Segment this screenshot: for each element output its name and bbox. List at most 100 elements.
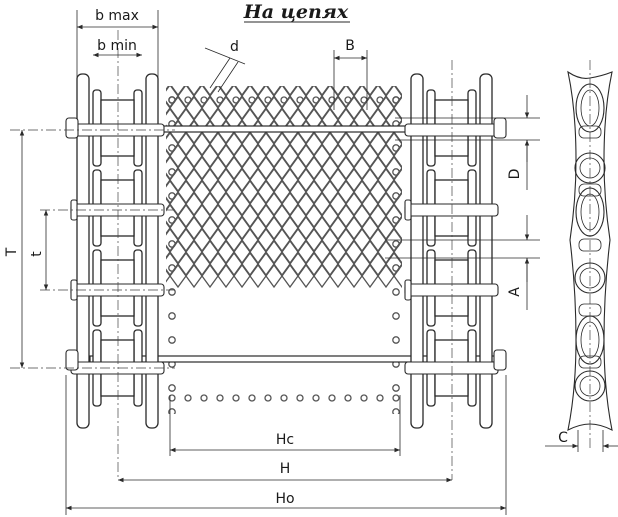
mesh-cell [289, 131, 307, 157]
mesh-cell [361, 95, 379, 121]
bmin-label: b min [97, 38, 137, 54]
mesh-edge-loop [392, 240, 400, 248]
mesh-cell [233, 215, 251, 241]
mesh-cell [321, 155, 339, 181]
mesh-cell [369, 86, 387, 109]
mesh-cell [361, 191, 379, 217]
chain-pin-head [404, 279, 412, 301]
mesh-cell [249, 191, 267, 217]
H-label: H [280, 461, 291, 477]
mesh-cell [166, 173, 171, 187]
mesh-cell [321, 179, 339, 205]
mesh-cell [257, 86, 275, 109]
mesh-cell [385, 179, 402, 205]
mesh-cell [377, 143, 395, 169]
mesh-cell [330, 86, 346, 97]
mesh-cell [378, 86, 394, 97]
mesh-cell [241, 155, 259, 181]
mesh-cell [201, 263, 219, 289]
mesh-cell [337, 155, 355, 181]
mesh-cell [217, 167, 235, 193]
mesh-cell [185, 239, 203, 265]
mesh-cell [313, 215, 331, 241]
mesh-cell [305, 203, 323, 229]
mesh-cell [201, 95, 219, 121]
mesh-cell [225, 227, 243, 253]
mesh-cell [337, 227, 355, 253]
mesh-knot [296, 96, 304, 104]
chain-pin [404, 283, 499, 297]
mesh-cell [241, 86, 259, 109]
mesh-cell [305, 179, 323, 205]
mesh-knot [376, 394, 384, 402]
mesh-cell [385, 203, 402, 229]
mesh-cell [329, 215, 347, 241]
mesh-cell [362, 86, 378, 97]
mesh-cell [169, 95, 187, 121]
mesh-cell [166, 269, 171, 283]
mesh-cell [209, 179, 227, 205]
mesh-cell [369, 227, 387, 253]
mesh-edge-loop [168, 384, 176, 392]
mesh-cell [169, 167, 187, 193]
chain-pin-head [404, 199, 412, 221]
chain-pin [404, 361, 499, 375]
d-ext-1 [209, 57, 231, 89]
mesh-cell [177, 131, 195, 157]
chain-outer-plate-right [479, 73, 493, 429]
mesh-knot [360, 394, 368, 402]
mesh-cell [186, 86, 202, 97]
mesh-edge-loop [168, 312, 176, 320]
mesh-cell [249, 143, 267, 169]
mesh-knot [344, 96, 352, 104]
mesh-edge-loop [392, 216, 400, 224]
mesh-cell [385, 251, 402, 277]
mesh-edge-loop [392, 192, 400, 200]
mesh-cell [169, 191, 187, 217]
mesh-cell [185, 95, 203, 121]
mesh-cell [166, 221, 171, 235]
mesh-cell [233, 239, 251, 265]
mesh-cell [361, 263, 379, 289]
mesh-cell [177, 155, 195, 181]
mesh-cell [185, 215, 203, 241]
side-view-link-inner [580, 321, 600, 359]
mesh-cell [166, 86, 179, 109]
mesh-edge-loop [168, 192, 176, 200]
mesh-cell [369, 251, 387, 277]
mesh-cell [273, 251, 291, 277]
mesh-edge-loop [168, 216, 176, 224]
mesh-edge-loop [392, 312, 400, 320]
mesh-cell [201, 239, 219, 265]
mesh-knot [216, 394, 224, 402]
mesh-knot [280, 96, 288, 104]
side-view-roller [574, 262, 606, 294]
side-view-connector [578, 303, 602, 317]
mesh-cell [266, 86, 282, 97]
mesh-cell [329, 263, 347, 289]
mesh-cell [225, 203, 243, 229]
mesh-cell [265, 143, 283, 169]
mesh-cell [217, 239, 235, 265]
mesh-cell [337, 179, 355, 205]
mesh-cell [166, 101, 171, 115]
mesh-cell [225, 251, 243, 277]
mesh-knot [248, 96, 256, 104]
mesh-cell [177, 179, 195, 205]
mesh-cell [281, 143, 299, 169]
mesh-cell [313, 191, 331, 217]
mesh-cell [166, 245, 171, 259]
mesh-cell [185, 263, 203, 289]
mesh-cell [209, 155, 227, 181]
mesh-edge-loop [392, 288, 400, 296]
mesh-cell [329, 95, 347, 121]
mesh-cell [249, 215, 267, 241]
mesh-cell [313, 239, 331, 265]
mesh-cell [241, 227, 259, 253]
mesh-cell [361, 215, 379, 241]
mesh-cell [233, 143, 251, 169]
side-view-roller-inner [579, 375, 601, 397]
mesh-cell [353, 86, 371, 109]
mesh-cell [225, 131, 243, 157]
